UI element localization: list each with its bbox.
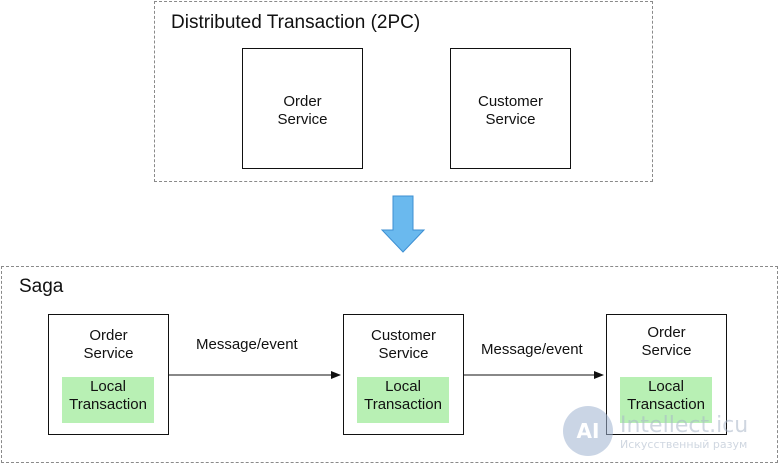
local-transaction-block: Local Transaction <box>620 377 712 423</box>
message-event-label-1: Message/event <box>196 336 298 353</box>
distributed-transaction-title: Distributed Transaction (2PC) <box>171 12 421 33</box>
svg-text:Intellect.icu: Intellect.icu <box>620 413 748 438</box>
down-arrow-icon <box>380 195 426 253</box>
saga-frame <box>1 266 778 463</box>
svg-text:Искусственный разум: Искусственный разум <box>620 438 747 451</box>
saga-customer-service-box: Customer Service Local Transaction <box>343 314 464 435</box>
message-event-label-2: Message/event <box>481 341 583 358</box>
distributed-transaction-frame <box>154 1 653 182</box>
saga-order-service-box-2: Order Service Local Transaction <box>606 314 727 435</box>
local-transaction-block: Local Transaction <box>357 377 449 423</box>
local-transaction-block: Local Transaction <box>62 377 154 423</box>
saga-title: Saga <box>19 276 64 297</box>
top-customer-service-box: Customer Service <box>450 48 571 169</box>
top-order-service-label: Order Service <box>277 93 328 128</box>
saga-order-service-box: Order Service Local Transaction <box>48 314 169 435</box>
saga-customer-service-label: Customer Service <box>370 327 437 362</box>
saga-order-service-label: Order Service <box>83 327 134 362</box>
svg-text:AI: AI <box>577 419 600 443</box>
saga-order-service-label-2: Order Service <box>641 324 692 359</box>
watermark-logo: AI Intellect.icu Искусственный разум <box>563 406 748 456</box>
top-customer-service-label: Customer Service <box>477 93 544 128</box>
top-order-service-box: Order Service <box>242 48 363 169</box>
